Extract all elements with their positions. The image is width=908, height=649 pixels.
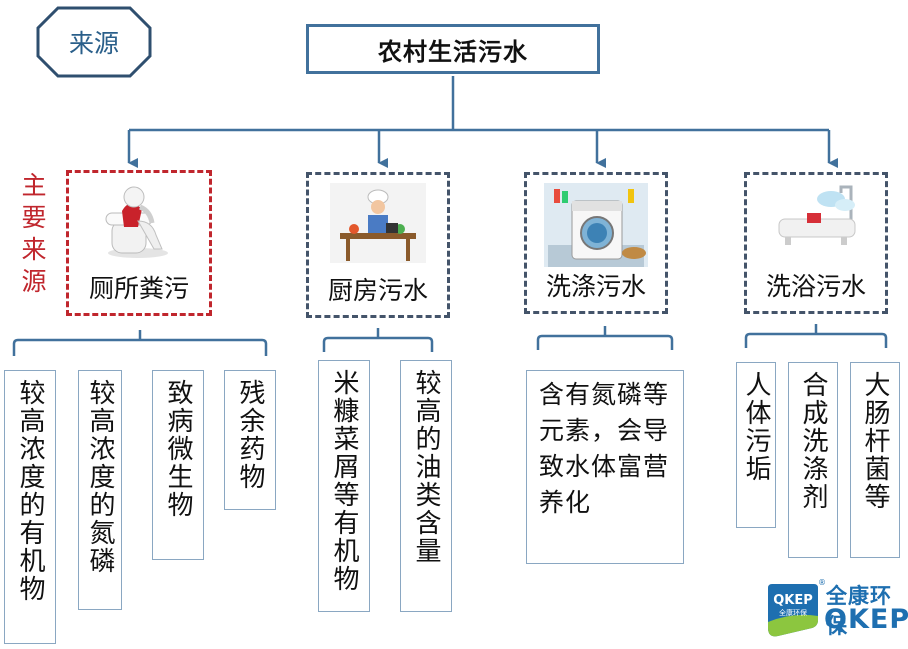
bathtub-icon bbox=[771, 183, 861, 247]
badge-top-text: QKEP bbox=[773, 593, 813, 608]
main-source-label: 主要来源 bbox=[21, 171, 47, 296]
category-toilet-waste: 厕所粪污 bbox=[66, 170, 212, 316]
root-node: 农村生活污水 bbox=[306, 24, 600, 74]
category-label: 厕所粪污 bbox=[88, 274, 189, 303]
octagon-shape bbox=[36, 6, 152, 78]
qkep-badge-icon: QKEP 全康环保 bbox=[768, 584, 818, 637]
leaf-text: 残余药物 bbox=[235, 379, 265, 491]
washing-machine-icon bbox=[544, 183, 648, 267]
leaf-item: 合成洗涤剂 bbox=[788, 362, 838, 558]
leaf-item: 大肠杆菌等 bbox=[850, 362, 900, 558]
registered-mark: ® bbox=[818, 578, 826, 587]
leaf-item: 含有氮磷等元素，会导致水体富营养化 bbox=[526, 370, 684, 564]
root-node-title: 农村生活污水 bbox=[378, 37, 528, 66]
logo-name-en: QKEP bbox=[824, 604, 908, 635]
brand-logo: QKEP 全康环保 ® 全康环保 QKEP bbox=[764, 578, 908, 648]
category-laundry-water: 洗涤污水 bbox=[524, 172, 668, 314]
leaf-item: 较高浓度的氮磷 bbox=[78, 370, 122, 610]
leaf-item: 人体污垢 bbox=[736, 362, 776, 528]
category-label: 厨房污水 bbox=[327, 276, 428, 305]
leaf-item: 较高浓度的有机物 bbox=[4, 370, 56, 644]
leaf-text: 米糠菜屑等有机物 bbox=[329, 369, 359, 593]
category-label: 洗浴污水 bbox=[765, 272, 866, 301]
leaf-text: 合成洗涤剂 bbox=[798, 371, 828, 511]
source-tag: 来源 bbox=[36, 6, 152, 78]
leaf-text: 人体污垢 bbox=[741, 371, 771, 483]
source-tag-text: 来源 bbox=[68, 29, 119, 58]
leaf-item: 残余药物 bbox=[224, 370, 276, 510]
leaf-text: 较高浓度的氮磷 bbox=[85, 379, 115, 575]
chef-cooking-icon bbox=[330, 183, 426, 263]
leaf-item: 致病微生物 bbox=[152, 370, 204, 560]
leaf-text: 大肠杆菌等 bbox=[860, 371, 890, 511]
category-bath-water: 洗浴污水 bbox=[744, 172, 888, 314]
logo-name-cn: 全康环保 bbox=[826, 584, 892, 638]
leaf-item: 米糠菜屑等有机物 bbox=[318, 360, 370, 612]
category-label: 洗涤污水 bbox=[545, 272, 646, 301]
leaf-text: 较高的油类含量 bbox=[411, 369, 441, 565]
leaf-text: 较高浓度的有机物 bbox=[15, 379, 45, 603]
badge-bottom-text: 全康环保 bbox=[779, 608, 807, 617]
leaf-text: 致病微生物 bbox=[163, 379, 193, 519]
toilet-person-icon bbox=[105, 186, 168, 258]
leaf-item: 较高的油类含量 bbox=[400, 360, 452, 612]
leaf-text: 含有氮磷等元素，会导致水体富营养化 bbox=[539, 380, 670, 517]
category-kitchen-water: 厨房污水 bbox=[306, 172, 450, 318]
